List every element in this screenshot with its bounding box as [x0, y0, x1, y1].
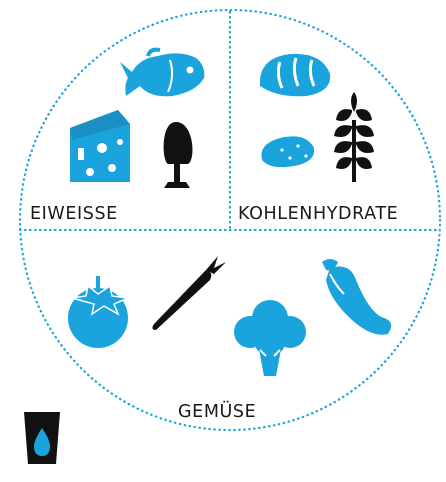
section-label-protein: EIWEISSE: [30, 204, 118, 224]
broccoli-icon: [234, 300, 306, 376]
section-label-carbohydrates: KOHLENHYDRATE: [238, 204, 399, 224]
eggplant-icon: [322, 259, 392, 335]
cheese-icon: [70, 110, 130, 182]
plate-circle: [18, 8, 442, 432]
bread-icon: [259, 53, 331, 97]
fish-icon: [120, 47, 205, 97]
water-glass-icon: [24, 412, 60, 464]
potato-icon: [261, 136, 315, 168]
carrot-icon: [152, 256, 226, 330]
plate-outline: [18, 8, 442, 432]
tomato-icon: [68, 276, 131, 348]
section-label-vegetables: GEMÜSE: [178, 402, 257, 422]
wheat-icon: [334, 92, 374, 182]
egg-icon: [163, 122, 193, 188]
